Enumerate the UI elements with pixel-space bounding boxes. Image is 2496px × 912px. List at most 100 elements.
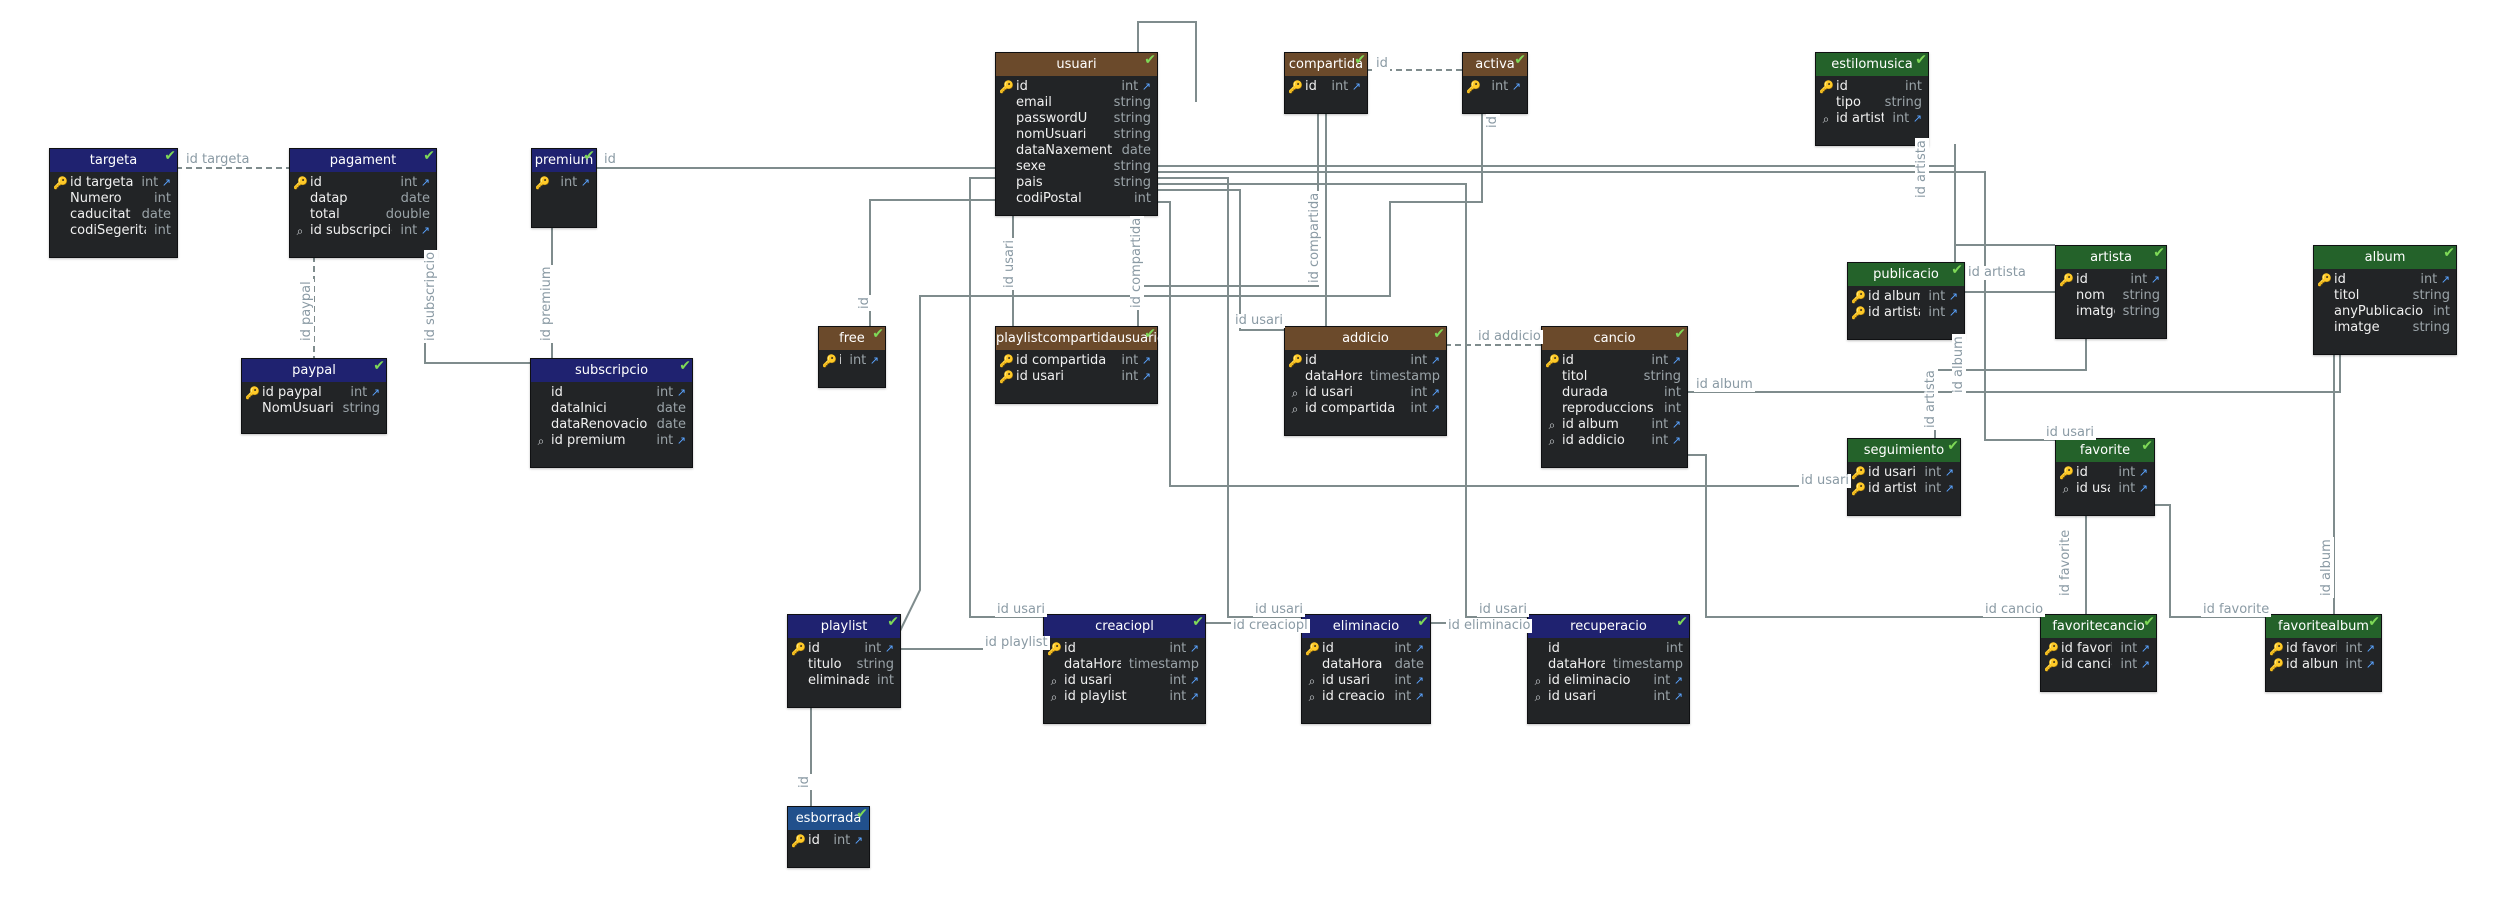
entity-title[interactable]: creaciopl✔ <box>1044 614 1205 638</box>
entity-title[interactable]: targeta✔ <box>50 148 177 172</box>
field-row[interactable]: ⌕id creacioplint ↗ <box>1302 689 1430 705</box>
field-row[interactable]: 🔑id favoriteint ↗ <box>2041 641 2156 657</box>
entity-title[interactable]: favoritecancio✔ <box>2041 614 2156 638</box>
entity-title[interactable]: eliminacio✔ <box>1302 614 1430 638</box>
entity-title[interactable]: paypal✔ <box>242 358 386 382</box>
entity-title[interactable]: usuari✔ <box>996 52 1157 76</box>
field-row[interactable]: 🔑id favoriteint ↗ <box>2266 641 2381 657</box>
entity-title[interactable]: cancio✔ <box>1542 326 1687 350</box>
entity-title[interactable]: esborrada✔ <box>788 806 869 830</box>
field-row[interactable]: codiSegeritatint <box>50 223 177 239</box>
entity-title[interactable]: album✔ <box>2314 245 2456 269</box>
field-row[interactable]: 🔑id cancioint ↗ <box>2041 657 2156 673</box>
entity-playlistcompartidausuario[interactable]: playlistcompartidausuario✔ 🔑id compartida… <box>995 326 1165 404</box>
entity-title[interactable]: subscripcio✔ <box>531 358 692 382</box>
entity-title[interactable]: free✔ <box>819 326 885 350</box>
entity-title[interactable]: premium✔ <box>532 148 596 172</box>
entity-title[interactable]: compartida✔ <box>1285 52 1367 76</box>
entity-title[interactable]: playlistcompartidausuario✔ <box>996 326 1165 350</box>
entity-title[interactable]: addicio✔ <box>1285 326 1446 350</box>
entity-favoritecancio[interactable]: favoritecancio✔ 🔑id favoriteint ↗🔑id canc… <box>2040 614 2157 692</box>
entity-favoritealbum[interactable]: favoritealbum✔ 🔑id favoriteint ↗🔑id album… <box>2265 614 2382 692</box>
entity-title[interactable]: estilomusica✔ <box>1816 52 1928 76</box>
entity-title[interactable]: recuperacio✔ <box>1528 614 1689 638</box>
entity-title[interactable]: activa✔ <box>1463 52 1527 76</box>
entity-title[interactable]: favoritealbum✔ <box>2266 614 2381 638</box>
entity-title[interactable]: playlist✔ <box>788 614 900 638</box>
entity-title[interactable]: seguimiento✔ <box>1848 438 1960 462</box>
